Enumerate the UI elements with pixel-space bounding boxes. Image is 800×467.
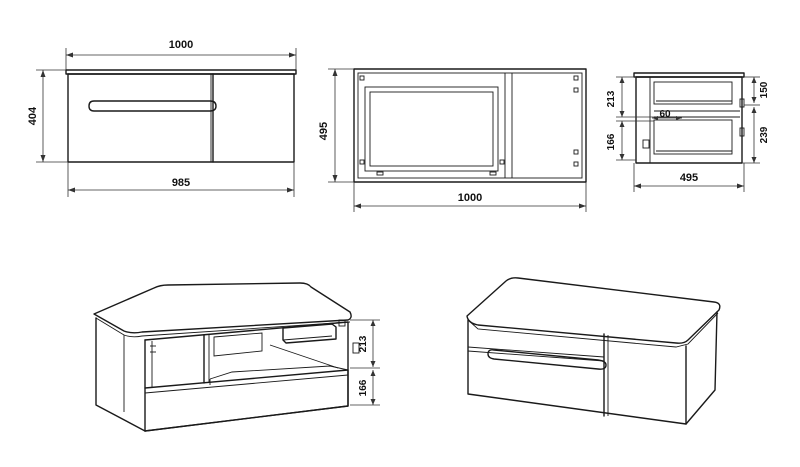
side-top-drawer-label: 213 [606, 90, 617, 107]
top-view-width-label: 1000 [458, 192, 482, 204]
side-view: 60 213 166 150 239 495 [606, 72, 770, 192]
persp-upper-label: 213 [358, 335, 369, 352]
top-view: 495 1000 [318, 68, 587, 212]
side-inner-label: 60 [659, 109, 671, 120]
top-view-depth-label: 495 [318, 122, 330, 140]
front-height-label: 404 [27, 106, 39, 125]
front-top-width-label: 1000 [169, 39, 193, 51]
side-bottom-drawer-label: 166 [606, 133, 617, 150]
side-right-bottom-label: 239 [759, 126, 770, 143]
front-view: 1000 404 985 [27, 39, 297, 197]
hinge-marks [359, 75, 579, 176]
perspective-closed-view [466, 277, 721, 425]
persp-lower-label: 166 [358, 379, 369, 396]
side-right-top-label: 150 [759, 81, 770, 98]
front-bottom-width-label: 985 [172, 177, 190, 189]
side-depth-label: 495 [680, 172, 698, 184]
perspective-open-view: 213 166 [93, 282, 380, 432]
